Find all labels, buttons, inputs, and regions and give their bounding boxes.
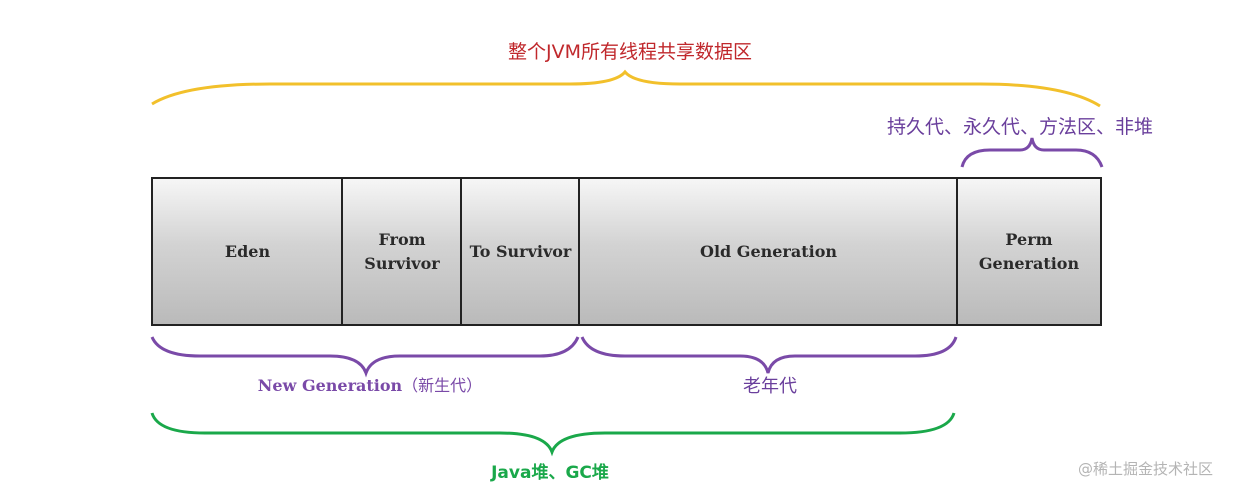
to-survivor-label: To Survivor xyxy=(469,241,572,261)
java-heap-brace xyxy=(150,412,956,457)
perm-generation-aliases: 持久代、永久代、方法区、非堆 xyxy=(886,116,1153,138)
new-generation-cn: （新生代） xyxy=(402,376,483,395)
watermark: @稀土掘金技术社区 xyxy=(1077,460,1213,478)
new-generation-name: New Generation xyxy=(257,376,403,395)
new-generation-caption: New Generation（新生代） xyxy=(220,372,520,396)
young-generation-brace xyxy=(150,336,580,378)
jvm-shared-area-title: 整个JVM所有线程共享数据区 xyxy=(508,41,752,63)
perm-brace xyxy=(960,137,1104,168)
from-survivor-segment: From Survivor xyxy=(341,177,461,326)
perm-generation-label: Perm Generation xyxy=(978,230,1080,273)
eden-label: Eden xyxy=(224,241,271,261)
old-generation-caption: 老年代 xyxy=(743,376,797,397)
old-generation-label: Old Generation xyxy=(700,241,837,261)
eden-segment: Eden xyxy=(151,177,342,326)
old-generation-brace xyxy=(580,336,958,374)
shared-area-brace xyxy=(151,69,1101,108)
old-generation-segment: Old Generation xyxy=(578,177,957,326)
from-survivor-label: From Survivor xyxy=(364,230,440,273)
perm-generation-segment: Perm Generation xyxy=(956,177,1102,326)
to-survivor-segment: To Survivor xyxy=(460,177,579,326)
java-heap-caption: Java堆、GC堆 xyxy=(491,463,609,483)
